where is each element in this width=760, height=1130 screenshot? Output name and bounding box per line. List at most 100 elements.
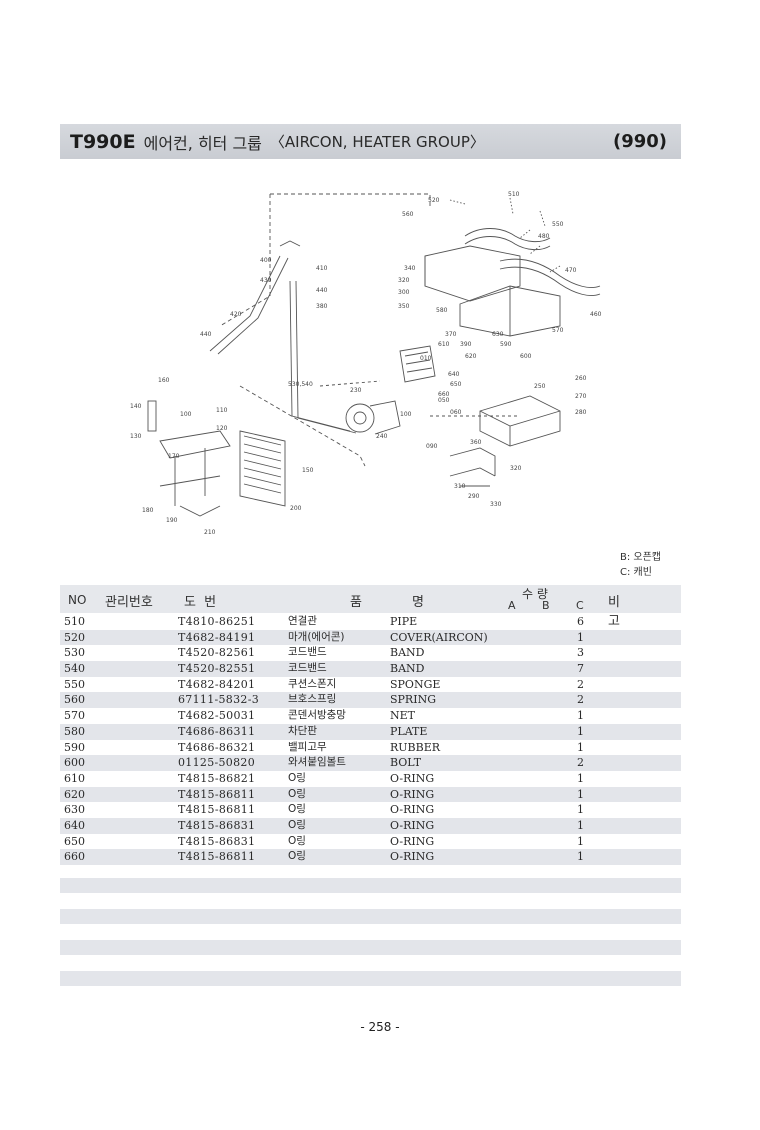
row-name-ko: 마개(에어콘) xyxy=(288,630,345,643)
svg-text:360: 360 xyxy=(470,439,482,446)
svg-text:480: 480 xyxy=(538,233,550,240)
row-name-ko: 콘덴서방충망 xyxy=(288,709,346,722)
svg-text:050: 050 xyxy=(438,397,450,404)
svg-text:100: 100 xyxy=(400,411,412,418)
svg-text:520: 520 xyxy=(428,197,440,204)
row-name-ko: O링 xyxy=(288,803,306,816)
row-name-en: SPONGE xyxy=(390,677,441,691)
row-name-en: BAND xyxy=(390,662,425,676)
row-name-ko: 와셔붙임볼트 xyxy=(288,756,346,769)
svg-text:120: 120 xyxy=(216,425,228,432)
legend-open-cap: B: 오픈캡 xyxy=(620,552,662,563)
svg-text:640: 640 xyxy=(448,371,460,378)
row-qty: 1 xyxy=(577,834,584,848)
row-qty: 6 xyxy=(577,615,584,628)
row-name-en: NET xyxy=(390,709,415,723)
row-drawing-no: T4686-86311 xyxy=(178,724,256,738)
row-qty: 2 xyxy=(577,693,584,707)
row-name-en: BAND xyxy=(390,646,425,660)
row-drawing-no: T4815-86811 xyxy=(178,803,256,817)
header-drawing-no: 도 번 xyxy=(184,595,219,610)
svg-text:320: 320 xyxy=(510,465,522,472)
header-part-name-1: 품 xyxy=(350,595,362,610)
row-no: 560 xyxy=(64,693,85,707)
header-management-no: 관리번호 xyxy=(105,595,153,610)
row-name-ko: 차단판 xyxy=(288,724,317,737)
svg-text:550: 550 xyxy=(552,221,564,228)
row-name-ko: O링 xyxy=(288,818,306,831)
svg-text:560: 560 xyxy=(402,211,414,218)
row-no: 620 xyxy=(64,787,85,801)
svg-text:440: 440 xyxy=(316,287,328,294)
header-qty-b: B xyxy=(542,599,550,612)
row-qty: 1 xyxy=(577,818,584,832)
row-name-ko: O링 xyxy=(288,834,306,847)
svg-text:200: 200 xyxy=(290,505,302,512)
row-name-en: PLATE xyxy=(390,724,428,738)
header-quantity: 수 량 xyxy=(522,587,548,601)
svg-text:610: 610 xyxy=(438,341,450,348)
diagram-callouts: 520 510 550 560 480 470 460 400 410 430 … xyxy=(130,191,602,536)
row-name-ko: O링 xyxy=(288,787,306,800)
svg-text:390: 390 xyxy=(460,341,472,348)
svg-text:150: 150 xyxy=(302,467,314,474)
svg-text:100: 100 xyxy=(180,411,192,418)
row-qty: 1 xyxy=(577,709,584,723)
svg-text:010: 010 xyxy=(420,355,432,362)
svg-text:130: 130 xyxy=(130,433,142,440)
svg-text:160: 160 xyxy=(158,377,170,384)
svg-text:260: 260 xyxy=(575,375,587,382)
row-name-en: COVER(AIRCON) xyxy=(390,630,488,644)
svg-text:370: 370 xyxy=(445,331,457,338)
svg-text:300: 300 xyxy=(398,289,410,296)
row-name-en: O-RING xyxy=(390,771,435,785)
svg-text:170: 170 xyxy=(168,453,180,460)
svg-text:620: 620 xyxy=(465,353,477,360)
row-name-en: O-RING xyxy=(390,787,435,801)
row-drawing-no: T4815-86811 xyxy=(178,850,256,864)
header-part-name-2: 명 xyxy=(412,595,424,610)
row-name-ko: 연결관 xyxy=(288,615,317,627)
row-drawing-no: T4682-84191 xyxy=(178,630,256,644)
row-name-en: O-RING xyxy=(390,834,435,848)
row-qty: 2 xyxy=(577,756,584,770)
row-name-ko: O링 xyxy=(288,771,306,784)
title-korean: 에어컨, 히터 그룹 xyxy=(143,133,262,153)
row-no: 650 xyxy=(64,834,85,848)
row-drawing-no: T4810-86251 xyxy=(178,615,256,628)
blank-row-band xyxy=(60,971,681,986)
row-no: 570 xyxy=(64,709,85,723)
row-drawing-no: T4686-86321 xyxy=(178,740,256,754)
svg-text:590: 590 xyxy=(500,341,512,348)
svg-text:650: 650 xyxy=(450,381,462,388)
svg-text:250: 250 xyxy=(534,383,546,390)
svg-text:570: 570 xyxy=(552,327,564,334)
svg-text:580: 580 xyxy=(436,307,448,314)
svg-text:600: 600 xyxy=(520,353,532,360)
header-qty-c: C xyxy=(576,599,584,612)
legend: B: 오픈캡 C: 캐빈 xyxy=(620,550,661,580)
svg-text:470: 470 xyxy=(565,267,577,274)
header-remarks: 비 고 xyxy=(608,595,638,629)
svg-text:230: 230 xyxy=(350,387,362,394)
row-name-ko: 쿠션스폰지 xyxy=(288,677,337,690)
row-name-ko: O링 xyxy=(288,850,306,863)
row-no: 540 xyxy=(64,662,85,676)
svg-text:270: 270 xyxy=(575,393,587,400)
svg-text:140: 140 xyxy=(130,403,142,410)
blank-row-band xyxy=(60,909,681,924)
svg-text:440: 440 xyxy=(200,331,212,338)
row-no: 660 xyxy=(64,850,85,864)
svg-text:190: 190 xyxy=(166,517,178,524)
legend-cabin: C: 캐빈 xyxy=(620,567,652,578)
row-drawing-no: T4682-84201 xyxy=(178,677,256,691)
